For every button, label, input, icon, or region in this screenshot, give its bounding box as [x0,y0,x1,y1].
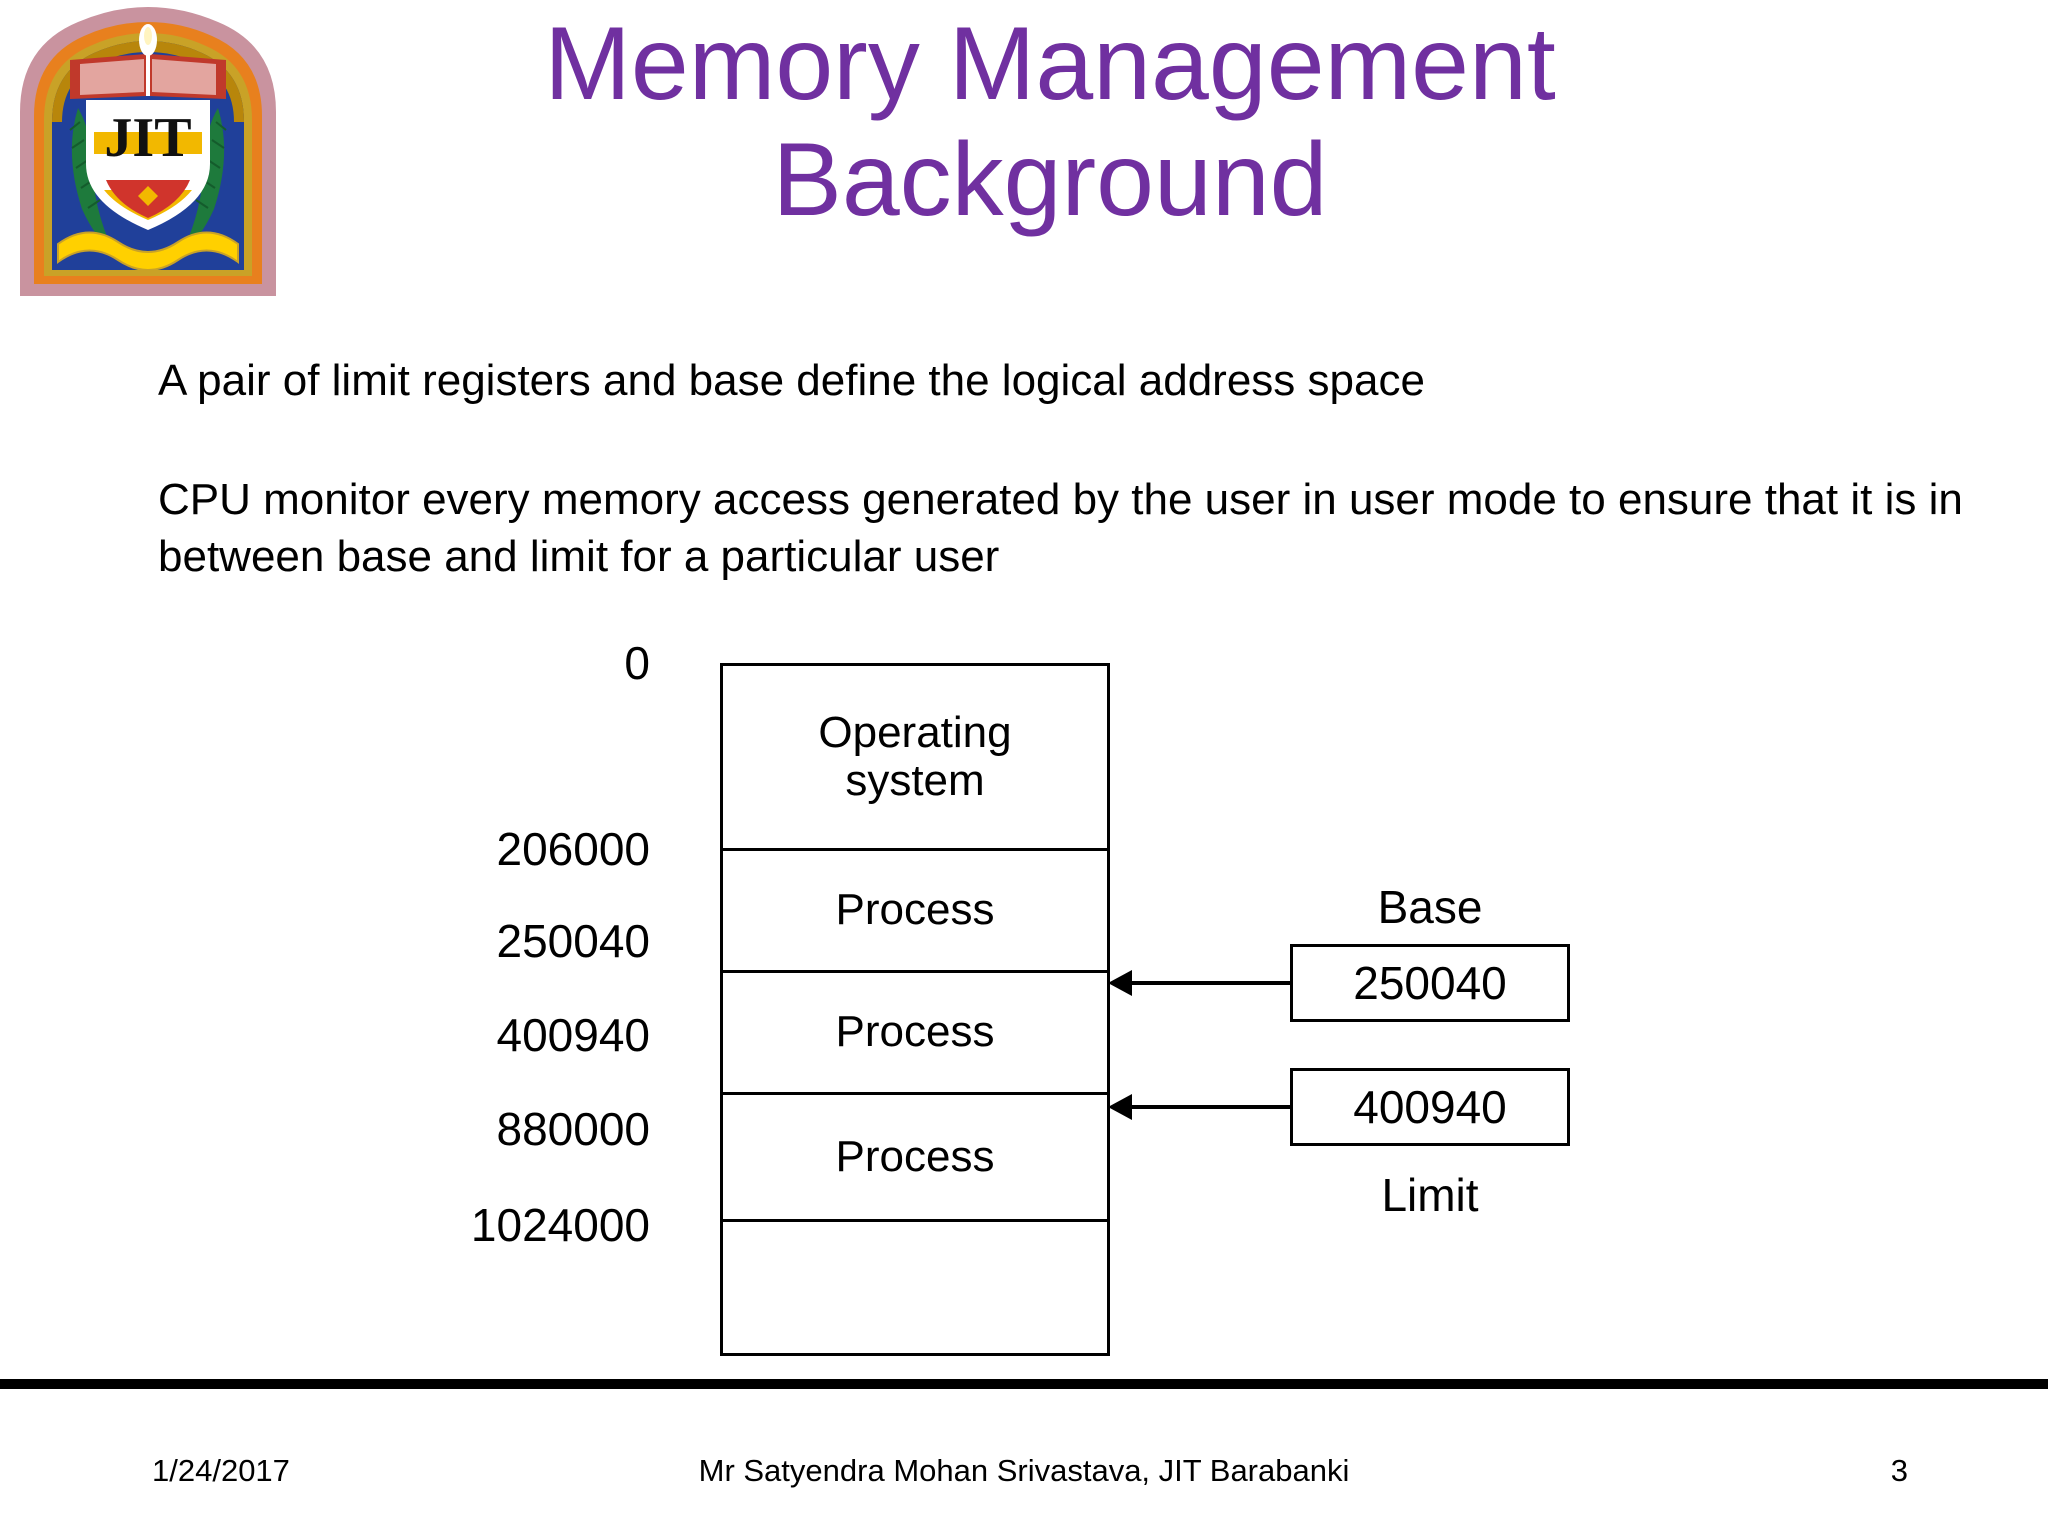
address-label-250040: 250040 [496,915,651,967]
footer-page-number: 3 [1890,1453,1908,1488]
address-label-880000: 880000 [496,1103,651,1155]
footer-date: 1/24/2017 [152,1453,290,1488]
memory-block-process-1: Process [723,851,1107,973]
logo-shield: JIT [86,100,210,230]
address-label-206000: 206000 [496,823,651,875]
memory-block-free [723,1222,1107,1353]
slide-body: A pair of limit registers and base defin… [158,352,1998,586]
jit-college-logo: JIT [8,4,288,304]
address-label-400940: 400940 [496,1009,651,1061]
base-arrow-line [1112,981,1290,985]
base-register-box: 250040 [1290,944,1570,1022]
memory-block-os-line2: system [845,756,985,805]
memory-block-process-2: Process [723,973,1107,1095]
limit-register-box: 400940 [1290,1068,1570,1146]
address-label-0: 0 [624,637,650,689]
limit-arrow-line [1112,1105,1290,1109]
title-line-1: Memory Management [544,6,1556,122]
memory-block-os-line1: Operating [818,707,1012,757]
paragraph-1: A pair of limit registers and base defin… [158,356,1425,405]
memory-block-operating-system: Operating system [723,666,1107,851]
limit-caption: Limit [1381,1169,1479,1221]
memory-layout-diagram: 0 206000 250040 400940 880000 1024000 Op… [0,640,2048,1380]
logo-shield-text: JIT [104,107,191,169]
logo-ribbon [57,231,239,271]
base-arrow-icon [1108,970,1132,996]
limit-arrow-icon [1108,1094,1132,1120]
base-caption: Base [1377,881,1483,933]
memory-column: Operating system Process Process Process [720,663,1110,1356]
footer-divider [0,1379,2048,1389]
slide-footer: 1/24/2017 Mr Satyendra Mohan Srivastava,… [0,1455,2048,1505]
logo-open-book [70,24,226,99]
address-label-1024000: 1024000 [470,1199,650,1251]
logo-laurel-veins [69,121,227,209]
title-line-2: Background [772,122,1328,239]
slide-title: Memory Management Background [290,6,1810,239]
memory-block-process-3: Process [723,1095,1107,1222]
footer-author: Mr Satyendra Mohan Srivastava, JIT Barab… [698,1453,1350,1488]
paragraph-2: CPU monitor every memory access generate… [158,475,1963,582]
